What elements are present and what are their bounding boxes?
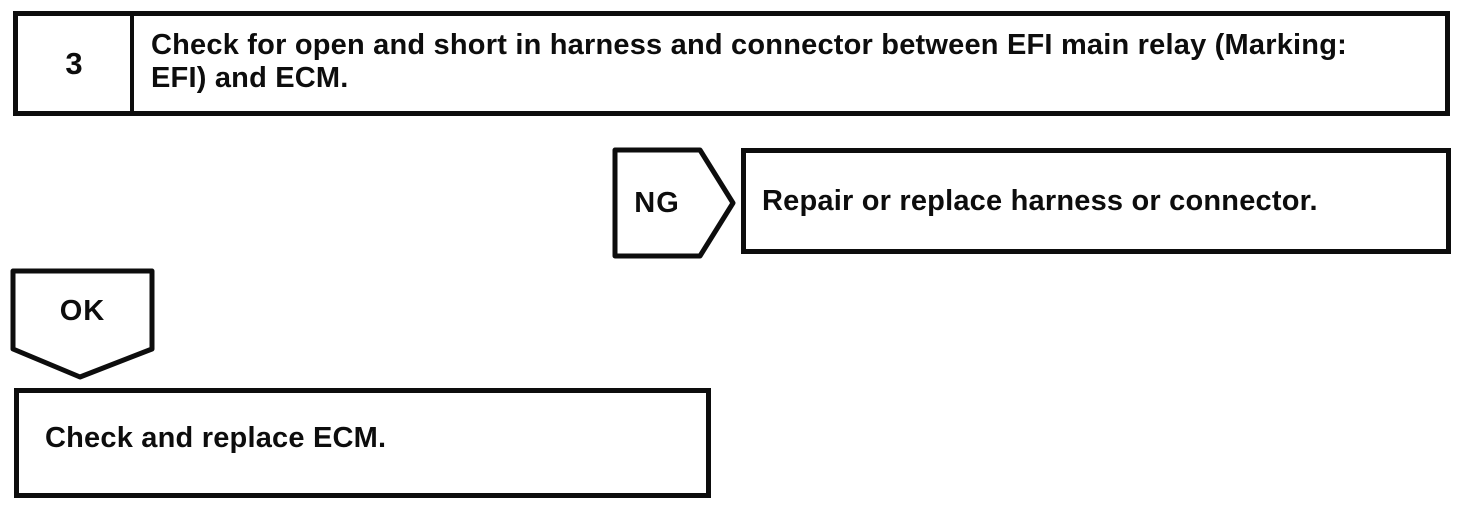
ok-connector: OK [10, 268, 155, 354]
ng-connector-shape [612, 147, 736, 259]
ok-connector-label: OK [59, 294, 106, 327]
ok-result-box: Check and replace ECM. [14, 388, 711, 498]
step-box: 3 Check for open and short in harness an… [13, 11, 1450, 116]
step-instruction-text: Check for open and short in harness and … [151, 29, 1347, 94]
ng-result-box: Repair or replace harness or connector. [741, 148, 1451, 254]
ok-result-text: Check and replace ECM. [45, 421, 387, 454]
ok-connector-shape [10, 268, 155, 380]
step-instruction-cell: Check for open and short in harness and … [134, 16, 1445, 111]
step-number: 3 [65, 45, 83, 81]
ng-result-text: Repair or replace harness or connector. [762, 184, 1318, 217]
ng-connector: NG [612, 147, 702, 259]
ng-connector-label: NG [634, 186, 680, 219]
step-number-cell: 3 [18, 16, 134, 111]
